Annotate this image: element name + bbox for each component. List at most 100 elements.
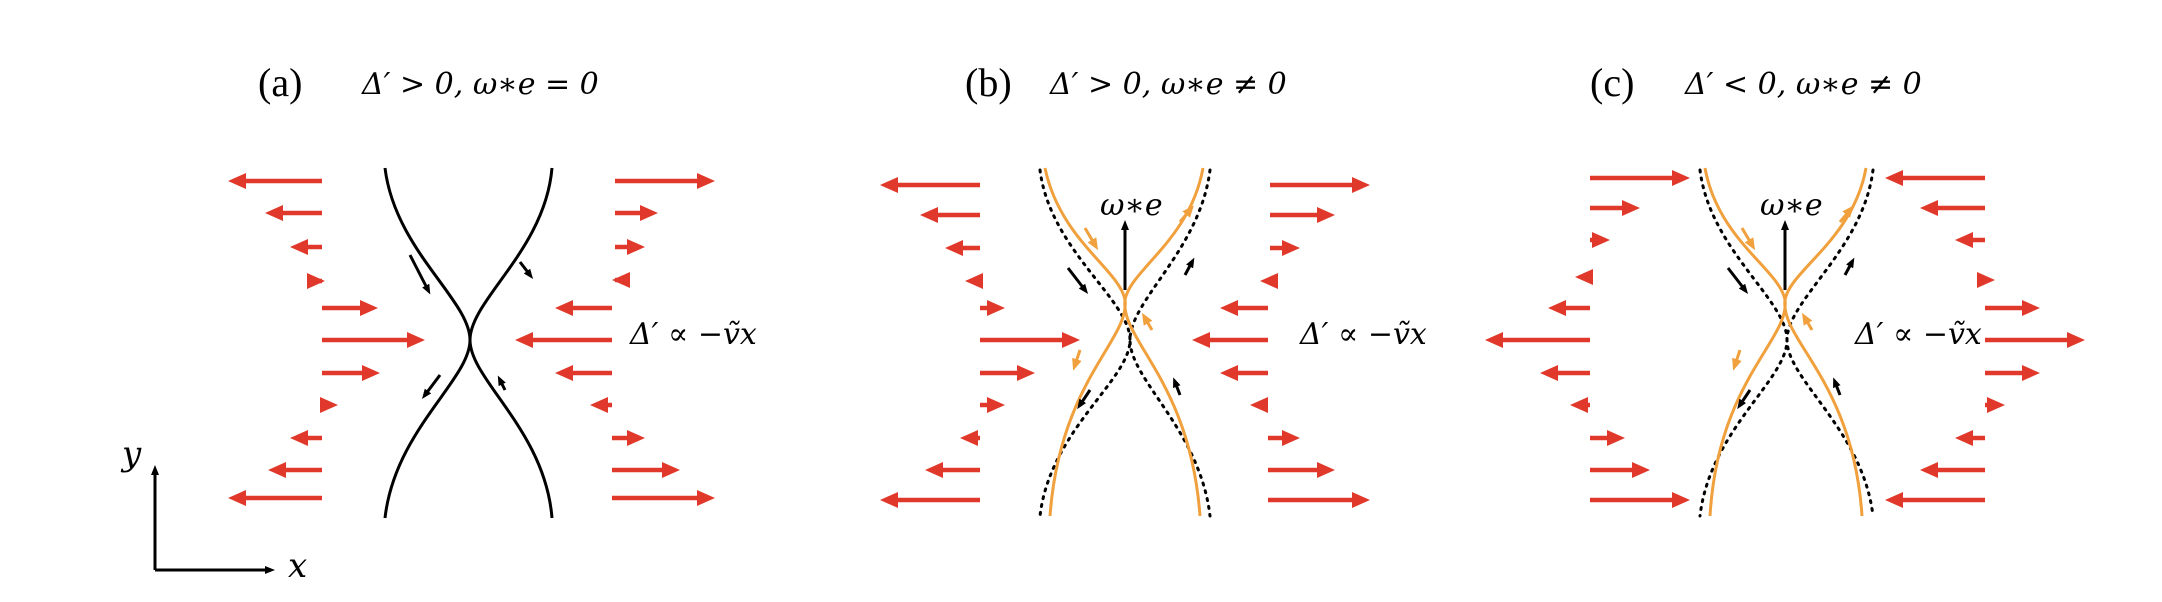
panel-a-annotation: Δ′ ∝ −ṽx [629, 317, 757, 352]
flow-arrow-head [697, 490, 715, 506]
flow-arrow-head [612, 272, 630, 288]
panel-a-title: (a) Δ′ > 0, ω∗e = 0 [258, 60, 599, 105]
flow-arrow-head [1632, 462, 1650, 478]
flow-arrow-head [1885, 492, 1903, 508]
flow-arrow-head [1955, 430, 1973, 446]
panel-a-label: (a) [258, 60, 302, 105]
panel-b-title: (b) Δ′ > 0, ω∗e ≠ 0 [965, 60, 1287, 105]
panel-c-black-arrow-2 [1843, 257, 1855, 276]
panel-c-dotted-right [1785, 168, 1875, 518]
flow-arrow-head [1250, 397, 1268, 413]
flow-arrow-head [407, 332, 425, 348]
flow-arrow-head [1220, 300, 1238, 316]
panel-b-omega-label: ω∗e [1100, 188, 1163, 223]
panel-a-arrow-lower-right [497, 375, 507, 391]
flow-arrow-head [1317, 462, 1335, 478]
flow-arrow-head [360, 300, 378, 316]
flow-arrow-head [1017, 365, 1035, 381]
panel-a-left-separatrix [383, 167, 472, 519]
flow-arrow-head [515, 332, 533, 348]
panel-c-orange-arrow-3 [1732, 349, 1742, 371]
flow-arrow-head [1622, 200, 1640, 216]
panel-a-condition: Δ′ > 0, ω∗e = 0 [361, 67, 599, 102]
y-axis-label: y [120, 434, 142, 474]
panel-b-orange-right [1123, 167, 1205, 517]
panel-b-orange-arrow-3 [1072, 349, 1082, 371]
panel-c-title: (c) Δ′ < 0, ω∗e ≠ 0 [1590, 60, 1922, 105]
flow-arrow-head [1885, 170, 1903, 186]
flow-arrow-head [627, 239, 645, 255]
flow-arrow-head [627, 430, 645, 446]
flow-arrow-head [1260, 273, 1278, 289]
panel-b-orange-arrow-1 [1083, 227, 1099, 251]
flow-arrow-head [662, 462, 680, 478]
flow-arrow-head [2022, 365, 2040, 381]
panel-b-orange-arrow-4 [1141, 312, 1154, 331]
flow-arrow-head [697, 173, 715, 189]
flow-arrow-head [640, 205, 658, 221]
flow-arrow-head [1570, 397, 1588, 413]
panel-c-orange-arrow-1 [1740, 227, 1756, 251]
panel-c-black-arrow-3 [1737, 389, 1752, 410]
flow-arrow-head [362, 365, 380, 381]
flow-arrow-head [1540, 365, 1558, 381]
panel-c-black-arrow-1 [1726, 267, 1749, 294]
flow-arrow-head [987, 397, 1005, 413]
flow-arrow-head [1317, 207, 1335, 223]
flow-arrow-head [1955, 232, 1973, 248]
panel-b-label: (b) [965, 60, 1012, 105]
flow-arrow-head [1977, 272, 1995, 288]
panel-b-black-arrow-2 [1183, 257, 1195, 276]
panel-b-annotation: Δ′ ∝ −ṽx [1299, 317, 1427, 352]
panel-c-orange-arrow-2 [1838, 205, 1854, 223]
flow-arrow-head [1282, 430, 1300, 446]
flow-arrow-head [265, 205, 283, 221]
panel-b-orange-arrow-2 [1178, 205, 1194, 223]
panel-a-arrow-upper-left [408, 254, 431, 295]
flow-arrow-head [1672, 492, 1690, 508]
flow-arrow-head [290, 239, 308, 255]
flow-arrow-head [987, 300, 1005, 316]
panel-c-label: (c) [1590, 60, 1634, 105]
panel-a-field-lines: Δ′ ∝ −ṽx [383, 167, 757, 519]
flow-arrow-head [880, 177, 898, 193]
flow-arrow-head [920, 207, 938, 223]
flow-arrow-head [290, 430, 308, 446]
flow-arrow-head [1920, 462, 1938, 478]
flow-arrow-head [925, 462, 943, 478]
flow-arrow-head [268, 462, 286, 478]
flow-arrow-head [1987, 397, 2005, 413]
flow-arrow-head [880, 492, 898, 508]
flow-arrow-head [1607, 430, 1625, 446]
panel-c-orange-arrow-4 [1801, 312, 1814, 331]
panel-c-field-lines: ω∗e Δ′ ∝ −ṽx [1698, 167, 1982, 518]
flow-arrow-head [555, 300, 573, 316]
panel-b-black-arrow-1 [1066, 267, 1089, 294]
flow-arrow-head [1548, 300, 1566, 316]
flow-arrow-head [960, 430, 978, 446]
flow-arrow-head [307, 273, 325, 289]
flow-arrow-head [1485, 332, 1503, 348]
panel-c-annotation: Δ′ ∝ −ṽx [1854, 317, 1982, 352]
flow-arrow-head [965, 273, 983, 289]
flow-arrow-head [1220, 365, 1238, 381]
panel-c-condition: Δ′ < 0, ω∗e ≠ 0 [1684, 67, 1922, 102]
panel-c-black-arrow-4 [1833, 377, 1842, 396]
panel-c-orange-right [1783, 167, 1868, 517]
panel-b-black-arrow-3 [1077, 389, 1092, 410]
panel-b-black-arrow-4 [1173, 377, 1182, 396]
panel-a-arrow-lower-left [422, 374, 442, 399]
panel-c-omega-label: ω∗e [1760, 188, 1823, 223]
flow-arrow-head [2022, 300, 2040, 316]
flow-arrow-head [228, 173, 246, 189]
flow-arrow-head [1575, 269, 1593, 285]
flow-arrow-head [228, 490, 246, 506]
panel-b-field-lines: ω∗e Δ′ ∝ −ṽx [1038, 167, 1427, 518]
flow-arrow-head [1352, 177, 1370, 193]
panel-a-right-separatrix [468, 167, 554, 519]
flow-arrows [228, 170, 2085, 508]
panel-a-arrow-upper-right [518, 261, 534, 279]
panel-b-dotted-left [1038, 168, 1132, 518]
panel-b-condition: Δ′ > 0, ω∗e ≠ 0 [1049, 67, 1287, 102]
